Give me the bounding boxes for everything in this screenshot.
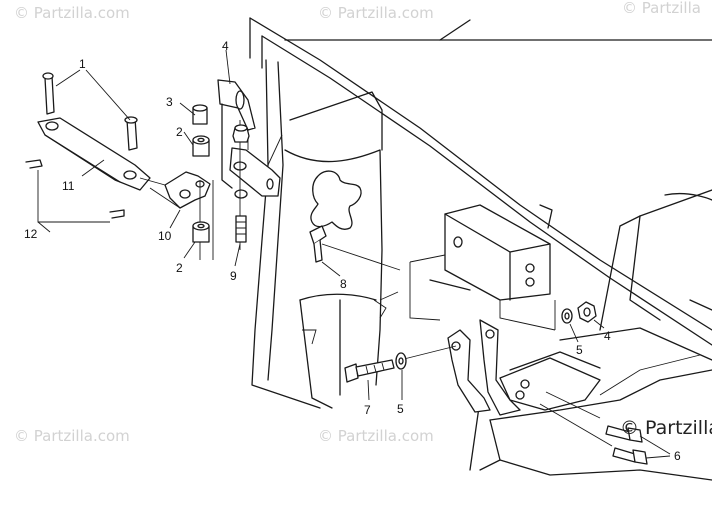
watermark-top-right: © Partzilla: [622, 0, 701, 17]
washer-5-center: [395, 352, 407, 370]
chassis-frame: [249, 17, 712, 481]
callout-6: 6: [674, 449, 681, 463]
bushing-lower: [192, 221, 210, 243]
watermark-bottom-left: © Partzilla.com: [14, 427, 130, 445]
partzilla-brand-mark: © Partzilla: [620, 417, 712, 439]
pivot-link-10: [164, 171, 214, 260]
bolt-6-upper: [545, 391, 643, 443]
callout-7: 7: [364, 403, 371, 417]
hinge-bracket-4: [217, 79, 281, 250]
linkage-rod-11: [37, 117, 181, 209]
callout-3: 3: [166, 95, 173, 109]
watermark-bottom-center: © Partzilla.com: [318, 427, 434, 445]
bolt-6-lower: [539, 403, 648, 465]
leader-lines: [37, 49, 671, 459]
callout-12: 12: [24, 227, 38, 241]
pin-left: [42, 72, 55, 115]
callout-2-upper: 2: [176, 125, 183, 139]
watermark-top-left: © Partzilla.com: [14, 4, 130, 22]
sleeve-3: [192, 104, 208, 125]
mount-box: [409, 204, 556, 331]
callout-8: 8: [340, 277, 347, 291]
bolt-7: [344, 345, 457, 383]
bolt-8: [309, 225, 401, 271]
watermark-top-center: © Partzilla.com: [318, 4, 434, 22]
callout-10: 10: [158, 229, 172, 243]
callout-11: 11: [62, 179, 75, 193]
callout-2-lower: 2: [176, 261, 183, 275]
callout-5-center: 5: [397, 402, 404, 416]
stud-9: [235, 215, 247, 243]
callout-1: 1: [79, 57, 86, 71]
callout-9: 9: [230, 269, 237, 283]
pin-right: [124, 116, 138, 151]
callout-5-right: 5: [576, 343, 583, 357]
callout-4-upper: 4: [222, 39, 229, 53]
hinge-nut: [232, 124, 250, 143]
nut-4-right: [577, 301, 597, 323]
cotter-pin-12: [25, 159, 125, 219]
callout-4-right: 4: [604, 329, 611, 343]
callout-labels: 1 2 2 3 4 4 5 5 6 7 8 9 10 11 12: [24, 39, 681, 463]
lower-bracket: [447, 319, 601, 416]
bushing-upper: [192, 135, 210, 157]
washer-5-right: [561, 308, 573, 324]
